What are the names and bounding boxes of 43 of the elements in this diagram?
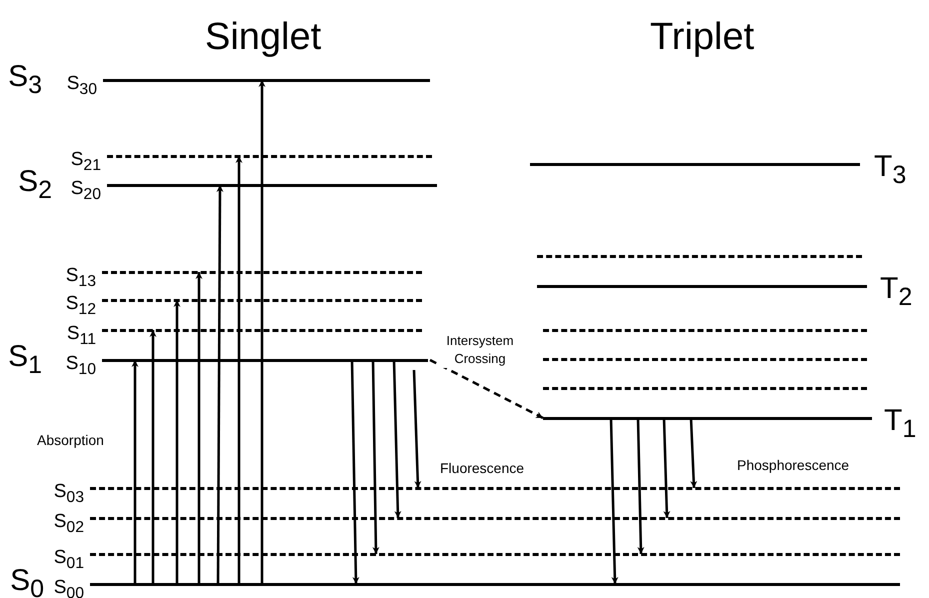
level-label: S$_{03}$ [54,482,84,506]
level-label: T$_{2}$ [880,274,912,310]
level-label: T$_{3}$ [874,152,906,188]
arrow [132,360,138,584]
arrow [174,300,180,584]
arrow [392,360,402,518]
process-label: Phosphorescence [737,458,850,472]
level-label: S$_{11}$ [66,324,96,348]
level-label: S$_{21}$ [70,150,101,174]
state-label: S$_{3}$ [8,62,42,98]
level-label: S$_{02}$ [54,512,84,536]
energy-level-line [543,358,867,361]
arrow [350,360,360,584]
energy-level-line [543,329,867,332]
arrow [412,370,422,488]
arrow [662,418,670,518]
process-label: Absorption [37,433,104,447]
level-label: S$_{12}$ [66,294,96,318]
level-label: S$_{00}$ [54,578,84,598]
arrow [258,80,266,584]
arrow [372,360,380,554]
arrow [196,272,202,584]
state-label: S$_{2}$ [18,167,52,203]
arrow [690,418,698,488]
energy-level-line [543,387,867,390]
process-label: Fluorescence [440,461,524,475]
state-label: S$_{1}$ [8,342,42,378]
level-label: T$_{1}$ [884,406,916,442]
heading: Singlet [205,18,322,56]
arrow [610,418,618,584]
level-label: S$_{30}$ [66,74,97,98]
arrow [636,418,644,554]
heading: Triplet [650,18,754,56]
state-label: S$_{0}$ [10,566,44,598]
arrow [236,156,242,584]
arrow [150,330,156,584]
level-label: S$_{20}$ [70,179,101,203]
arrow [216,185,224,584]
level-label: S$_{13}$ [66,266,96,290]
energy-level-line [537,255,862,258]
arrow [429,358,544,420]
level-label: S$_{10}$ [66,354,96,378]
level-label: S$_{01}$ [54,548,84,572]
